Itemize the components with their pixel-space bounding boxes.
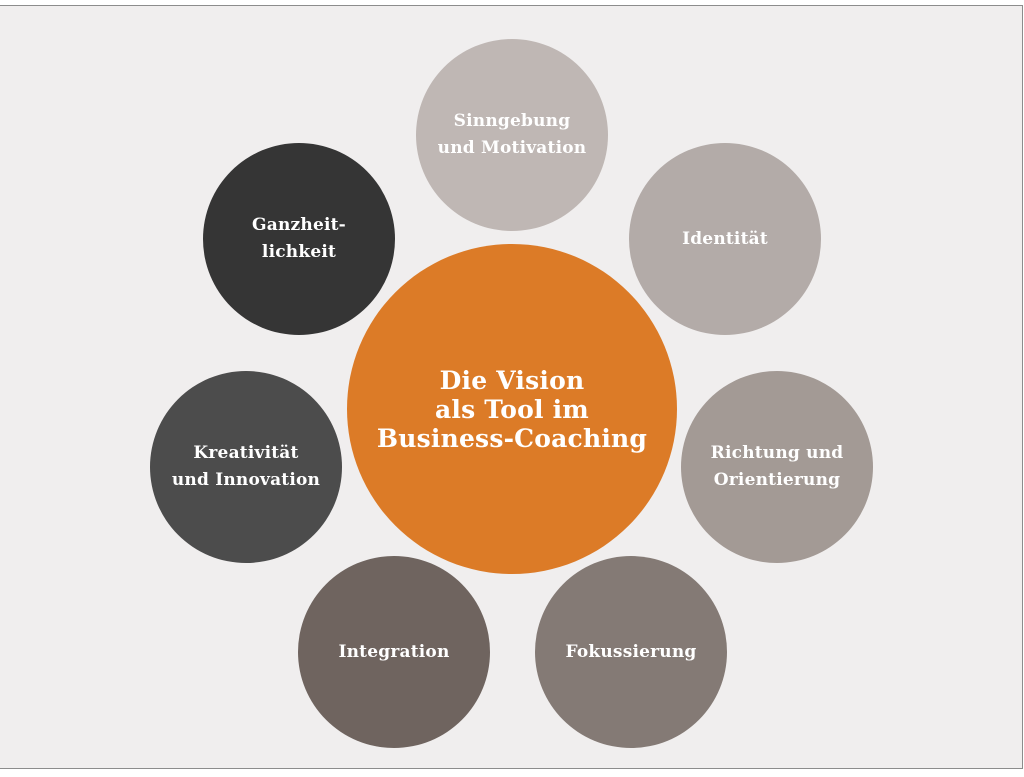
circle-fokussierung: Fokussierung <box>535 556 727 748</box>
center-title: Die Vision als Tool im Business-Coaching <box>376 365 648 453</box>
circle-ganzheitlichkeit: Ganzheit- lichkeit <box>203 143 395 335</box>
circle-identitaet: Identität <box>629 143 821 335</box>
circle-label-identitaet: Identität <box>682 228 768 249</box>
circle-label-ganzheitlichkeit: Ganzheit- lichkeit <box>252 215 346 262</box>
diagram-frame: Sinngebung und Motivation Identität Rich… <box>0 5 1023 769</box>
circle-sinngebung-und-motivation: Sinngebung und Motivation <box>416 39 608 231</box>
circle-label-richtung: Richtung und Orientierung <box>710 443 844 490</box>
center-circle-vision: Die Vision als Tool im Business-Coaching <box>347 244 677 574</box>
circle-integration: Integration <box>298 556 490 748</box>
circle-richtung-und-orientierung: Richtung und Orientierung <box>681 371 873 563</box>
circle-kreativitaet-und-innovation: Kreativität und Innovation <box>150 371 342 563</box>
circle-label-integration: Integration <box>338 641 450 662</box>
circle-label-sinngebung: Sinngebung und Motivation <box>437 111 587 158</box>
circle-label-fokussierung: Fokussierung <box>565 641 697 662</box>
circle-label-kreativitaet: Kreativität und Innovation <box>171 443 321 490</box>
